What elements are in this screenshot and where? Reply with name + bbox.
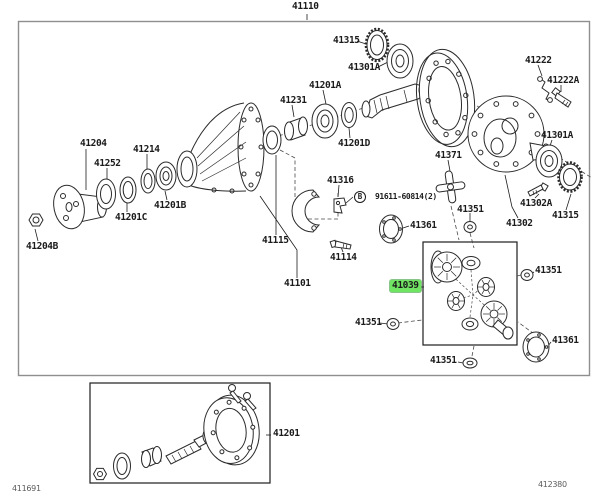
part-label-41351-left[interactable]: 41351 xyxy=(355,317,382,328)
part-label-41315-right[interactable]: 41315 xyxy=(552,210,579,221)
part-carrier-housing xyxy=(176,102,265,194)
part-label-41214[interactable]: 41214 xyxy=(133,144,160,155)
leader-lines xyxy=(34,14,572,436)
part-bearing-41201b xyxy=(155,161,177,191)
part-bolt-41114 xyxy=(329,239,352,250)
part-gasket-41361-mid xyxy=(379,214,403,244)
part-label-41201b[interactable]: 41201B xyxy=(154,200,186,211)
part-bearing-41201a xyxy=(311,103,339,139)
part-washer-41351-right xyxy=(520,269,534,281)
part-label-41351-right[interactable]: 41351 xyxy=(535,265,562,276)
diff-kit-box xyxy=(422,241,518,346)
gear-kit-box xyxy=(89,382,271,484)
part-label-41301a-right[interactable]: 41301A xyxy=(541,130,573,141)
part-label-41351-top[interactable]: 41351 xyxy=(457,204,484,215)
part-ring-41201c xyxy=(119,176,137,204)
part-gasket-41361-bottom xyxy=(522,331,550,363)
part-label-41204[interactable]: 41204 xyxy=(80,138,107,149)
part-label-41201a[interactable]: 41201A xyxy=(309,80,341,91)
part-ring-gear xyxy=(415,48,476,148)
part-label-41101[interactable]: 41101 xyxy=(284,278,311,289)
part-bearing-41252 xyxy=(96,178,116,210)
part-bolt-41222a xyxy=(551,87,572,108)
part-bearing-cap xyxy=(291,189,321,233)
part-bolt-41302a xyxy=(527,182,549,197)
part-label-41361-bottom[interactable]: 41361 xyxy=(552,335,579,346)
part-label-41371[interactable]: 41371 xyxy=(435,150,462,161)
part-oil-seal-41115 xyxy=(262,125,282,155)
part-clip-41316 xyxy=(333,197,347,214)
part-label-41201d[interactable]: 41201D xyxy=(338,138,370,149)
part-label-41115[interactable]: 41115 xyxy=(262,235,289,246)
part-washer-41201d xyxy=(341,102,357,128)
part-spacer-41231 xyxy=(284,116,308,141)
part-label-41302a[interactable]: 41302A xyxy=(520,198,552,209)
part-label-41222[interactable]: 41222 xyxy=(525,55,552,66)
note-b-badge: B xyxy=(354,191,366,203)
part-label-41039-highlighted[interactable]: 41039 xyxy=(390,280,421,292)
part-diff-gear-kit-41039 xyxy=(430,250,514,340)
part-label-41201c[interactable]: 41201C xyxy=(115,212,147,223)
part-label-41351-bottom[interactable]: 41351 xyxy=(430,355,457,366)
part-washer-41351-bottom xyxy=(462,357,478,369)
part-label-41114[interactable]: 41114 xyxy=(330,252,357,263)
part-label-41222a[interactable]: 41222A xyxy=(547,75,579,86)
part-bearing-41301a-right xyxy=(535,144,563,178)
part-lock-plate-41222 xyxy=(537,76,553,103)
outer-frame xyxy=(17,20,591,377)
part-diff-case xyxy=(467,95,551,173)
part-label-41201[interactable]: 41201 xyxy=(273,428,300,439)
part-gear-kit-41201 xyxy=(92,384,260,481)
part-spider-shaft-41371 xyxy=(435,170,466,204)
part-washer-41351-left xyxy=(386,318,400,330)
page-code-right: 412380 xyxy=(538,480,567,489)
part-label-41316[interactable]: 41316 xyxy=(327,175,354,186)
part-flange-nut xyxy=(28,213,44,227)
page-code-left: 411691 xyxy=(12,484,41,493)
part-tooth-washer-41315-top xyxy=(364,27,390,63)
part-label-41302[interactable]: 41302 xyxy=(506,218,533,229)
part-label-41110[interactable]: 41110 xyxy=(292,1,319,12)
part-label-41301a-top[interactable]: 41301A xyxy=(348,62,380,73)
part-label-41231[interactable]: 41231 xyxy=(280,95,307,106)
part-washer-41351-top xyxy=(463,221,477,233)
part-tooth-washer-41315-right xyxy=(557,161,583,193)
note-b-text: 91611-60814(2) xyxy=(375,192,437,201)
part-label-41315-top[interactable]: 41315 xyxy=(333,35,360,46)
part-label-41252[interactable]: 41252 xyxy=(94,158,121,169)
part-washer-41214 xyxy=(140,168,156,194)
part-label-41361-mid[interactable]: 41361 xyxy=(410,220,437,231)
part-label-41204b[interactable]: 41204B xyxy=(26,241,58,252)
part-bearing-41301a-top xyxy=(386,43,414,79)
